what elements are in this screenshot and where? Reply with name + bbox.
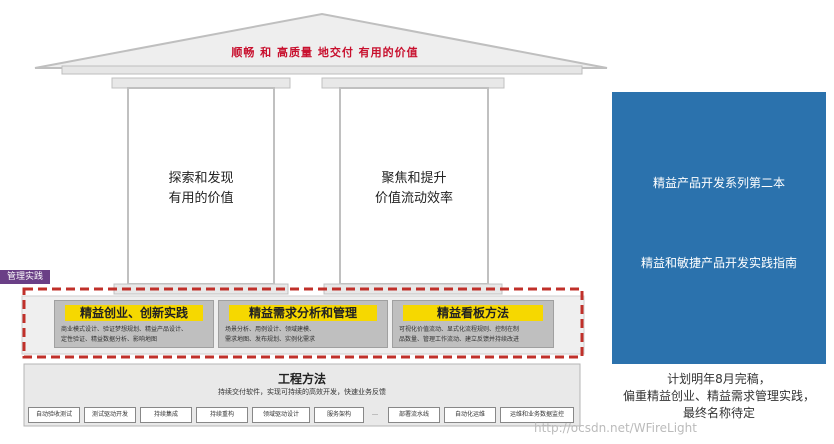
engineering-ellipsis: … [372, 410, 378, 417]
pillar-1-label: 探索和发现 有用的价值 [128, 169, 274, 209]
note-line2: 偏重精益创业、精益需求管理实践， [622, 389, 815, 403]
engineering-subtitle: 持续交付软件，实现可持续的高效开发，快速业务反馈 [218, 388, 386, 396]
note-line3: 最终名称待定 [682, 406, 755, 420]
note-line1: 计划明年8月完稿， [667, 372, 771, 386]
book-line2: 精益和敏捷产品开发实践指南 [640, 256, 797, 270]
practice-title: 精益需求分析和管理 [229, 305, 377, 321]
practice-desc-line: 定性验证、精益数据分析、影响地图 [61, 336, 158, 343]
pillar-1-shaft [127, 87, 275, 285]
engineering-item: 服务架构 [314, 407, 364, 423]
pillar-2-line2: 价值流动效率 [374, 191, 453, 206]
management-dashed-frame [22, 287, 584, 359]
pillar-1-line2: 有用的价值 [168, 191, 234, 206]
practice-title: 精益看板方法 [403, 305, 543, 321]
practice-lean-startup: 精益创业、创新实践 商业模式设计、验证梦想规划、精益产品设计、 定性验证、精益数… [54, 300, 214, 348]
engineering-item: 测试驱动开发 [84, 407, 136, 423]
pillar-1-capital [111, 77, 291, 89]
practice-kanban: 精益看板方法 可视化价值流动、显式化流程规则、控制在制 品数量、管理工作流动、建… [392, 300, 554, 348]
practice-desc-line: 品数量、管理工作流动、建立反馈并持续改进 [399, 336, 520, 343]
practice-desc: 商业模式设计、验证梦想规划、精益产品设计、 定性验证、精益数据分析、影响地图 [61, 325, 207, 345]
engineering-item: 部署流水线 [388, 407, 440, 423]
book-panel [612, 92, 826, 364]
engineering-item: 持续集成 [140, 407, 192, 423]
pillar-2-shaft [339, 87, 489, 285]
practice-requirements: 精益需求分析和管理 场景分析、用例设计、领域建模、 需求地图、发布规划、实例化需… [218, 300, 388, 348]
engineering-item: 运维和业务数据监控 [500, 407, 574, 423]
practice-title: 精益创业、创新实践 [65, 305, 203, 321]
roof-title: 顺畅 和 高质量 地交付 有用的价值 [231, 46, 419, 59]
management-tag: 管理实践 [0, 270, 50, 284]
watermark: http://ocsdn.net/WFireLight [534, 421, 697, 435]
engineering-item: 自动验收测试 [28, 407, 80, 423]
practice-desc: 场景分析、用例设计、领域建模、 需求地图、发布规划、实例化需求 [225, 325, 381, 345]
pillar-2-line1: 聚焦和提升 [381, 171, 447, 186]
practice-desc-line: 需求地图、发布规划、实例化需求 [225, 336, 316, 343]
engineering-item: 持续重构 [196, 407, 248, 423]
roof-beam [61, 65, 583, 75]
engineering-item: 自动化运维 [444, 407, 496, 423]
note: 计划明年8月完稿， 偏重精益创业、精益需求管理实践， 最终名称待定 [605, 371, 833, 422]
practice-desc-line: 场景分析、用例设计、领域建模、 [225, 326, 316, 333]
practice-desc-line: 可视化价值流动、显式化流程规则、控制在制 [399, 326, 520, 333]
practice-desc-line: 商业模式设计、验证梦想规划、精益产品设计、 [61, 326, 188, 333]
engineering-item: 领域驱动设计 [252, 407, 310, 423]
engineering-title: 工程方法 [277, 372, 326, 386]
practice-desc: 可视化价值流动、显式化流程规则、控制在制 品数量、管理工作流动、建立反馈并持续改… [399, 325, 547, 345]
pillar-2-label: 聚焦和提升 价值流动效率 [340, 169, 488, 209]
book-line1: 精益产品开发系列第二本 [652, 176, 785, 190]
pillar-2-capital [321, 77, 505, 89]
pillar-1-line1: 探索和发现 [168, 171, 234, 186]
